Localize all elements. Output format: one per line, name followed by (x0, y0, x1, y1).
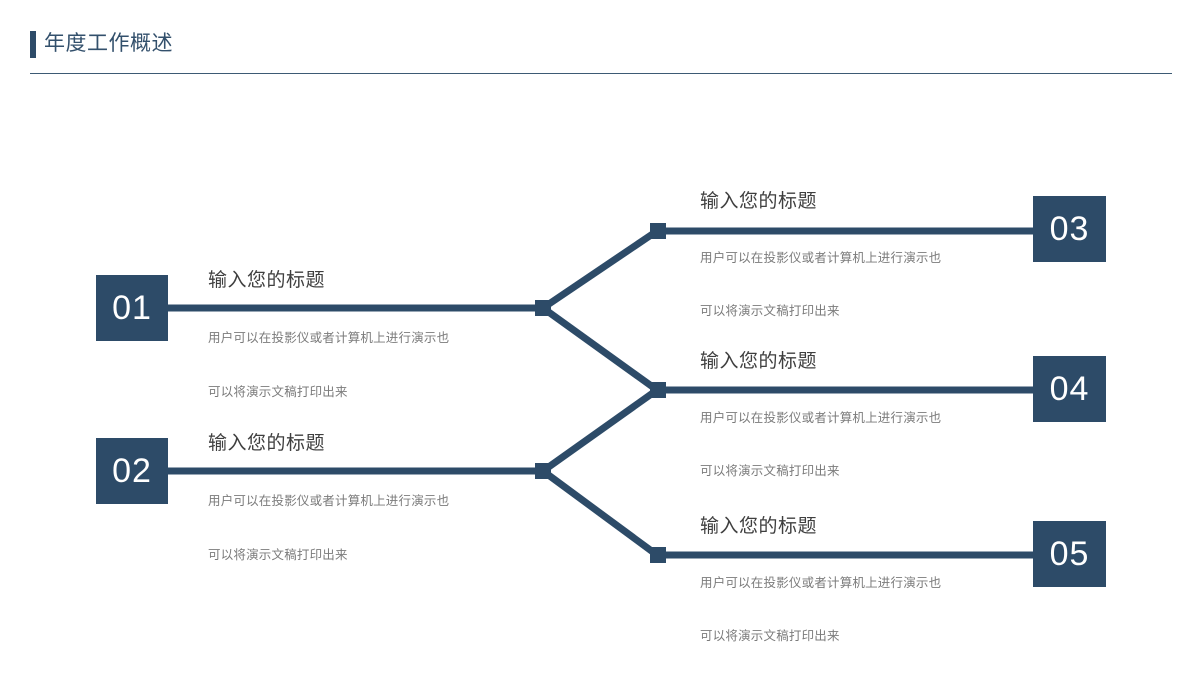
item-body-line1-01: 用户可以在投影仪或者计算机上进行演示也 (208, 331, 450, 345)
branch-node-03 (650, 223, 666, 239)
junction-node-upper (535, 300, 551, 316)
item-text-block-02: 输入您的标题 用户可以在投影仪或者计算机上进行演示也 可以将演示文稿打印出来 (208, 431, 449, 565)
item-body-line1-02: 用户可以在投影仪或者计算机上进行演示也 (208, 494, 450, 508)
item-body-line2-04: 可以将演示文稿打印出来 (700, 464, 840, 478)
item-body-line1-03: 用户可以在投影仪或者计算机上进行演示也 (700, 251, 942, 265)
number-badge-01[interactable]: 01 (96, 275, 168, 341)
item-body-line2-03: 可以将演示文稿打印出来 (700, 304, 840, 318)
connector-line-03-diagonal (541, 228, 659, 311)
item-heading-03: 输入您的标题 (700, 191, 818, 212)
branch-node-05 (650, 547, 666, 563)
number-badge-02[interactable]: 02 (96, 438, 168, 504)
item-text-block-04: 输入您的标题 用户可以在投影仪或者计算机上进行演示也 可以将演示文稿打印出来 (700, 349, 941, 481)
item-body-line2-02: 可以将演示文稿打印出来 (208, 548, 348, 562)
connector-line-05-diagonal (540, 468, 660, 558)
item-body-line1-04: 用户可以在投影仪或者计算机上进行演示也 (700, 411, 942, 425)
connector-line-04-diagonal-lower (540, 387, 660, 474)
item-body-line2-05: 可以将演示文稿打印出来 (700, 629, 840, 643)
item-text-block-05: 输入您的标题 用户可以在投影仪或者计算机上进行演示也 可以将演示文稿打印出来 (700, 514, 941, 646)
item-heading-02: 输入您的标题 (208, 433, 326, 454)
item-heading-04: 输入您的标题 (700, 351, 818, 372)
number-badge-04[interactable]: 04 (1033, 356, 1106, 422)
item-body-line2-01: 可以将演示文稿打印出来 (208, 385, 348, 399)
junction-node-lower (535, 463, 551, 479)
header-divider (30, 73, 1172, 74)
item-text-block-03: 输入您的标题 用户可以在投影仪或者计算机上进行演示也 可以将演示文稿打印出来 (700, 189, 941, 321)
number-badge-03[interactable]: 03 (1033, 196, 1106, 262)
branch-node-04 (650, 382, 666, 398)
item-heading-01: 输入您的标题 (208, 270, 326, 291)
item-text-block-01: 输入您的标题 用户可以在投影仪或者计算机上进行演示也 可以将演示文稿打印出来 (208, 268, 449, 402)
item-body-line1-05: 用户可以在投影仪或者计算机上进行演示也 (700, 576, 942, 590)
connector-line-04-diagonal-upper (540, 305, 660, 393)
page-title: 年度工作概述 (44, 32, 173, 55)
item-heading-05: 输入您的标题 (700, 516, 818, 537)
title-accent-bar (30, 31, 36, 58)
number-badge-05[interactable]: 05 (1033, 521, 1106, 587)
slide-header: 年度工作概述 (0, 0, 1200, 80)
